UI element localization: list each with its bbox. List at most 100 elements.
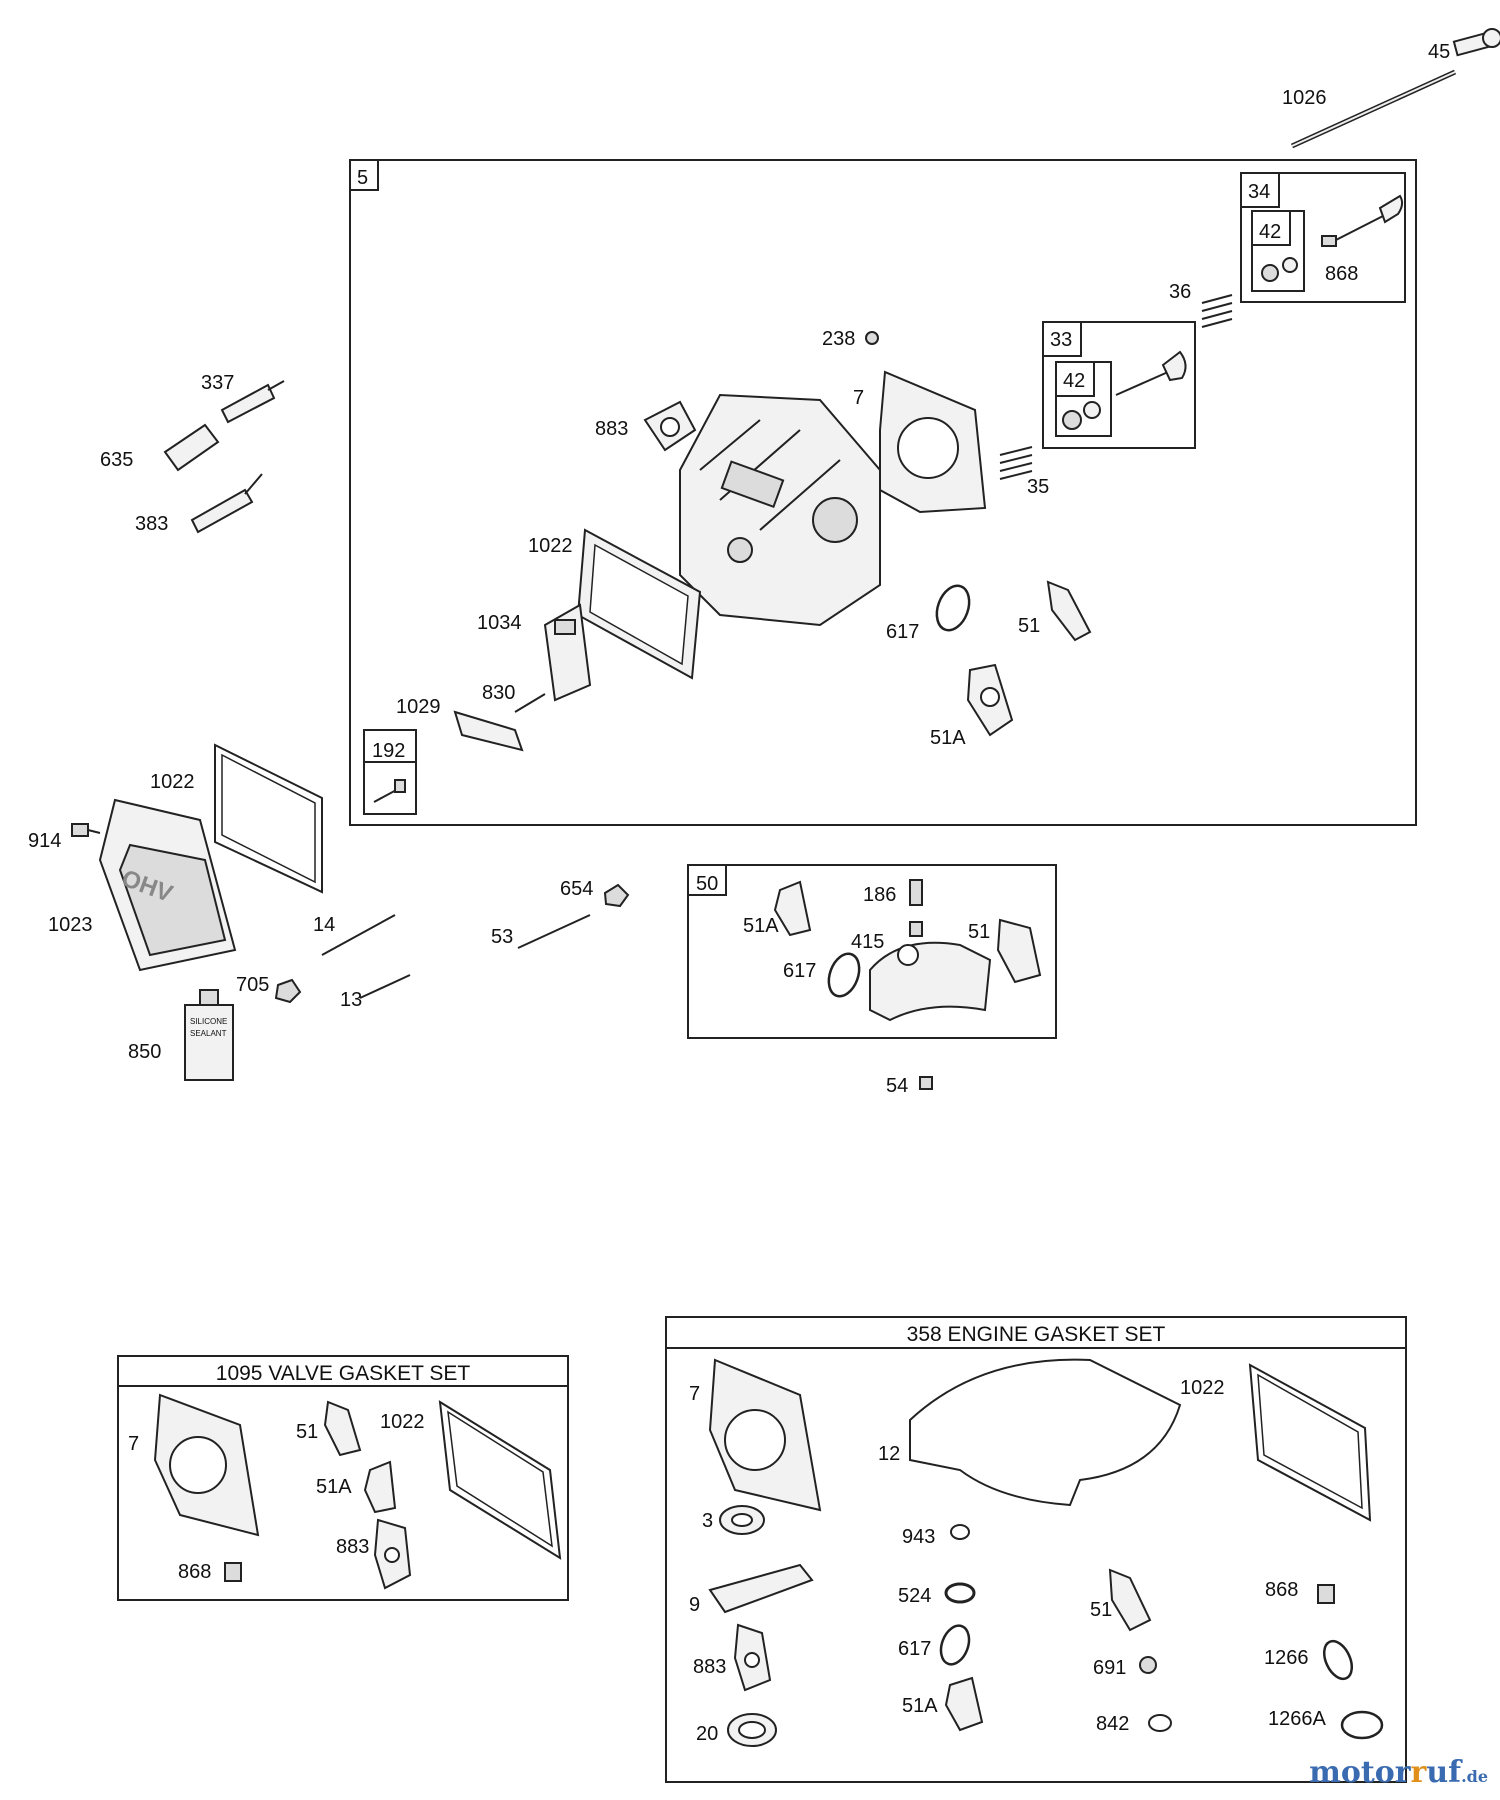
valve-keepers-42b — [1062, 401, 1101, 430]
eset-crankcase-gasket — [909, 1358, 1182, 1507]
eset-label-1266A: 1266A — [1268, 1708, 1326, 1730]
eset-label-51A: 51A — [902, 1695, 938, 1717]
intake-gasket-883 — [643, 400, 697, 452]
label-33: 33 — [1050, 329, 1072, 351]
eset-o-ring-1266 — [1322, 1639, 1354, 1681]
sealant-tube: SILICONE SEALANT — [184, 989, 234, 1081]
o-ring-617b — [827, 952, 861, 998]
valve-gasket-set: 1095 VALVE GASKET SET 7 51 1022 51A 883 … — [128, 1362, 470, 1583]
breather-1029 — [453, 710, 524, 752]
eset-o-ring-617 — [939, 1624, 971, 1666]
label-51a: 51 — [1018, 615, 1040, 637]
eset-label-617: 617 — [898, 1638, 931, 1660]
stud-14 — [321, 914, 396, 956]
label-53: 53 — [491, 926, 513, 948]
label-192: 192 — [372, 740, 405, 762]
vset-gasket-51 — [323, 1400, 362, 1457]
label-830: 830 — [482, 682, 515, 704]
label-868a: 868 — [1325, 263, 1358, 285]
push-rod — [1290, 69, 1457, 149]
label-1034: 1034 — [477, 612, 522, 634]
eset-label-3: 3 — [702, 1510, 713, 1532]
frame-50 — [687, 864, 1057, 1039]
watermark-part3: .de — [1461, 1767, 1488, 1786]
label-635: 635 — [100, 449, 133, 471]
label-914: 914 — [28, 830, 61, 852]
eset-o-ring-524 — [944, 1582, 976, 1604]
label-705: 705 — [236, 974, 269, 996]
label-36: 36 — [1169, 281, 1191, 303]
engine-gasket-set: 358 ENGINE GASKET SET 7 1022 12 3 943 9 … — [689, 1323, 1326, 1745]
frame-valve-gasket-set — [117, 1355, 569, 1601]
valve-keepers-42a — [1261, 257, 1298, 282]
eset-label-7: 7 — [689, 1383, 700, 1405]
rocker-stud — [1452, 28, 1500, 57]
label-617b: 617 — [783, 960, 816, 982]
eset-o-ring-943 — [950, 1524, 970, 1540]
head-gasket — [879, 370, 987, 514]
vset-label-1022: 1022 — [380, 1411, 425, 1433]
label-850: 850 — [128, 1041, 161, 1063]
frame-valve-34 — [1240, 172, 1406, 303]
eset-label-842: 842 — [1096, 1713, 1129, 1735]
sealant-line-2: SEALANT — [190, 1029, 227, 1038]
watermark-part1: motor — [1309, 1755, 1411, 1790]
eset-o-ring-842 — [1148, 1714, 1172, 1732]
label-34: 34 — [1248, 181, 1270, 203]
label-51Aa: 51A — [930, 727, 966, 749]
valve-gasket-set-title: 1095 VALVE GASKET SET — [216, 1362, 471, 1385]
eset-gasket-883 — [733, 1623, 772, 1692]
eset-label-12: 12 — [878, 1443, 900, 1465]
label-5: 5 — [357, 167, 368, 189]
label-42a: 42 — [1259, 221, 1281, 243]
vset-seal-868 — [224, 1562, 242, 1582]
stud-13 — [359, 974, 411, 999]
vset-gasket-883 — [373, 1518, 412, 1590]
spark-plug — [220, 380, 285, 424]
vset-label-883: 883 — [336, 1536, 369, 1558]
screw-192 — [373, 779, 406, 803]
breather-plate-1034 — [543, 603, 592, 702]
eset-label-1022: 1022 — [1180, 1377, 1225, 1399]
watermark-part2: uf — [1426, 1755, 1462, 1790]
vset-gasket-51A — [363, 1460, 397, 1514]
cylinder-head — [679, 393, 881, 627]
eset-gasket-51 — [1108, 1568, 1152, 1632]
valve-spring-35 — [999, 446, 1033, 480]
watermark-r: r — [1410, 1755, 1427, 1790]
frame-cylinder-head-assembly — [349, 159, 1417, 826]
label-13: 13 — [340, 989, 362, 1011]
o-ring-617a — [935, 584, 971, 632]
screw-830 — [514, 693, 546, 713]
gasket-51 — [1046, 580, 1092, 642]
frame-valve-33 — [1042, 321, 1196, 449]
intake-elbow — [869, 941, 992, 1022]
nut-654 — [603, 883, 630, 908]
label-54: 54 — [886, 1075, 908, 1097]
eset-rocker-gasket-1022 — [1248, 1363, 1372, 1522]
vset-head-gasket — [153, 1393, 260, 1537]
rocker-cover: OHV — [98, 798, 237, 972]
stud-53 — [517, 914, 591, 949]
frame-192 — [363, 729, 417, 815]
frame-engine-gasket-set — [665, 1316, 1407, 1783]
eset-label-524: 524 — [898, 1585, 931, 1607]
fitting-415 — [909, 921, 923, 937]
gasket-51A-group50 — [773, 880, 812, 937]
nut-705 — [274, 978, 302, 1004]
spark-plug-boot — [163, 423, 220, 472]
screw-54 — [919, 1076, 933, 1090]
eset-label-943: 943 — [902, 1526, 935, 1548]
engine-gasket-set-title: 358 ENGINE GASKET SET — [907, 1323, 1166, 1346]
eset-o-ring-1266A — [1340, 1710, 1384, 1740]
vset-label-51A: 51A — [316, 1476, 352, 1498]
gasket-51A — [966, 663, 1014, 737]
sealant-line-1: SILICONE — [190, 1017, 227, 1026]
vset-label-868: 868 — [178, 1561, 211, 1583]
vset-label-51: 51 — [296, 1421, 318, 1443]
watermark-logo: motorruf.de — [1309, 1755, 1488, 1790]
valve-spring-36 — [1201, 294, 1233, 328]
eset-gasket-9 — [708, 1563, 814, 1614]
eset-label-691: 691 — [1093, 1657, 1126, 1679]
